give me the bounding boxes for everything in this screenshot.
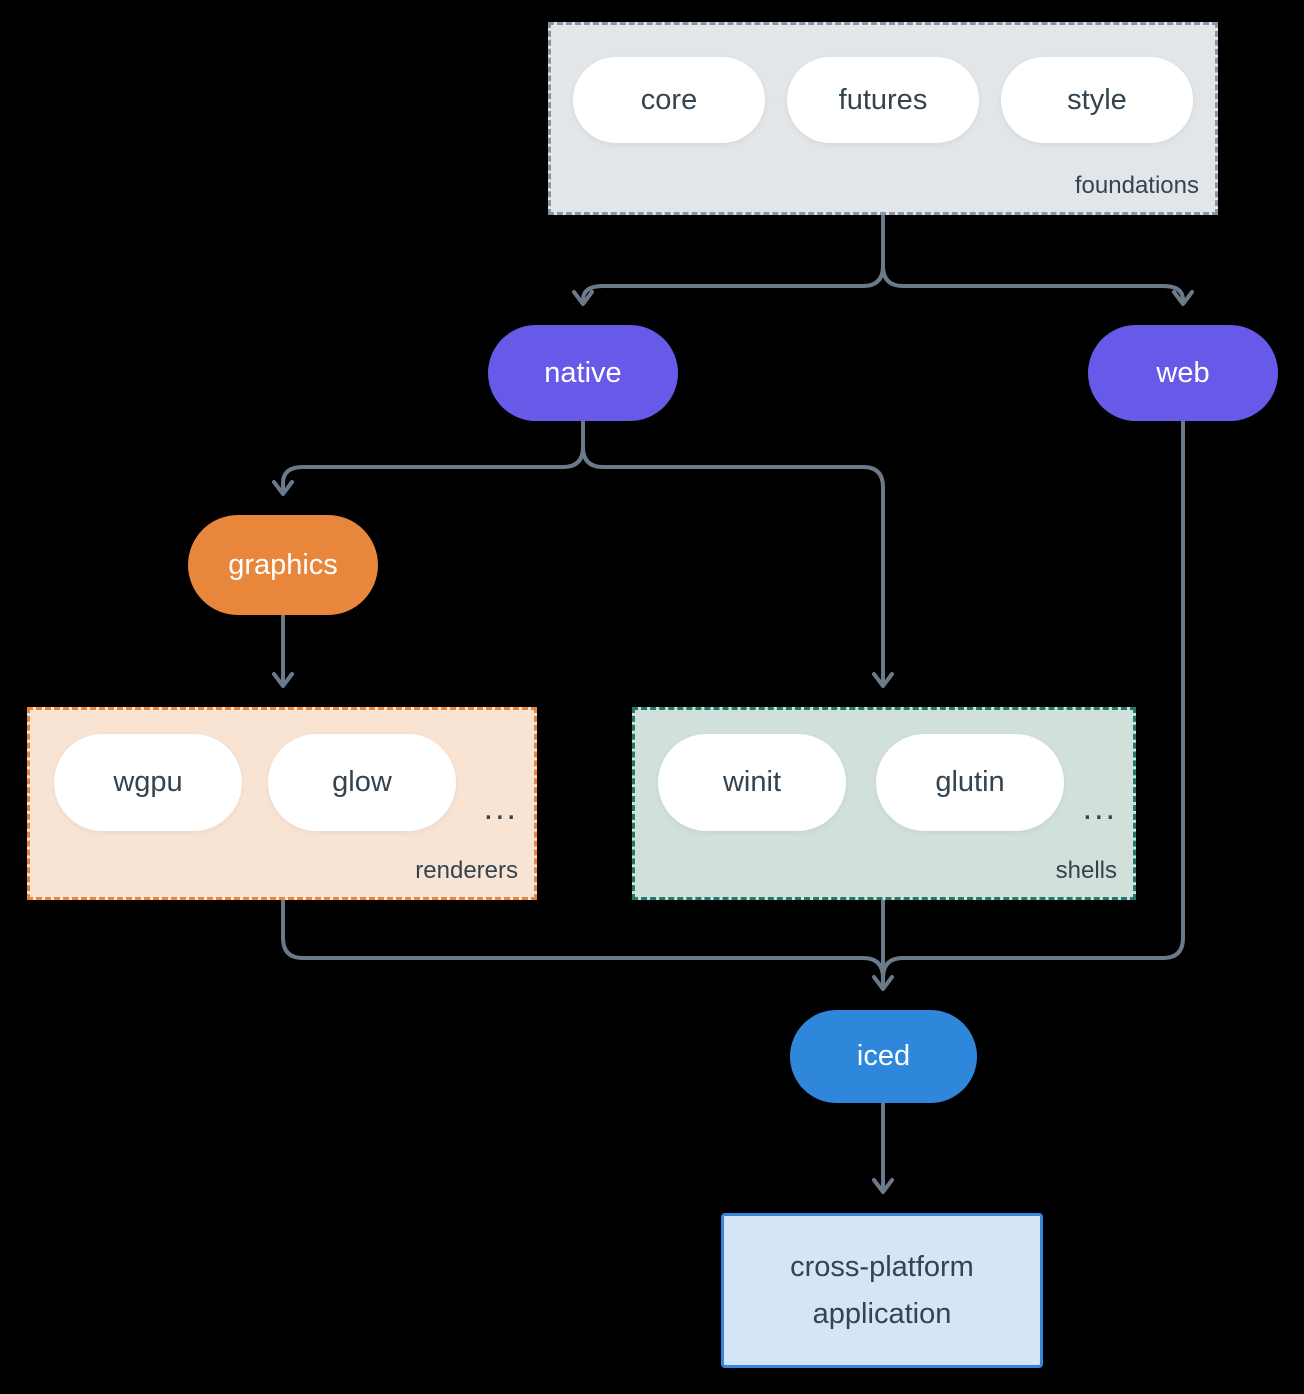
node-wgpu: wgpu: [54, 734, 242, 831]
node-iced: iced: [790, 1010, 977, 1103]
node-glutin: glutin: [876, 734, 1064, 831]
renderers-label: renderers: [415, 857, 518, 884]
foundations-label: foundations: [1074, 172, 1199, 199]
group-foundations: core futures style foundations: [548, 22, 1218, 215]
node-glow: glow: [268, 734, 456, 831]
group-shells: winit glutin ... shells: [632, 707, 1136, 900]
node-web: web: [1088, 325, 1278, 421]
wire-web-to-merge: [881, 421, 1185, 979]
arrow-native-to-graphics: [272, 421, 585, 496]
wire-renderers-to-merge: [281, 900, 885, 979]
arrow-native-to-shells: [581, 421, 894, 688]
foundations-pill-row: core futures style: [573, 57, 1193, 143]
arrow-foundations-to-web: [881, 215, 1194, 306]
node-native: native: [488, 325, 678, 421]
node-graphics: graphics: [188, 515, 378, 615]
node-futures: futures: [787, 57, 979, 143]
renderers-ellipsis: ...: [483, 789, 518, 827]
arrow-foundations-to-native: [572, 215, 885, 306]
node-cross-platform-application: cross-platform application: [721, 1213, 1043, 1368]
node-style: style: [1001, 57, 1193, 143]
shells-ellipsis: ...: [1082, 789, 1117, 827]
group-renderers: wgpu glow ... renderers: [27, 707, 537, 900]
node-winit: winit: [658, 734, 846, 831]
shells-label: shells: [1055, 857, 1117, 884]
node-core: core: [573, 57, 765, 143]
